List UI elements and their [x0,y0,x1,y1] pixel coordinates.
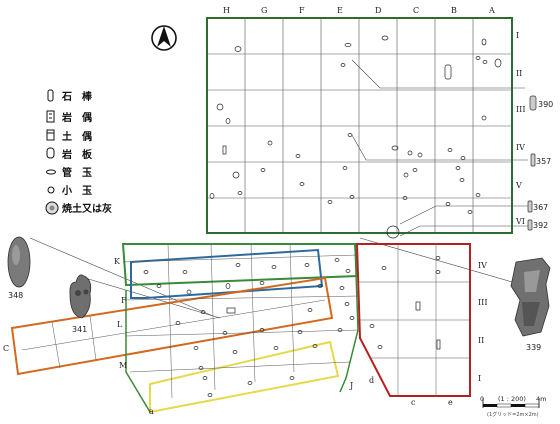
legend-label: 岩 偶 [61,111,92,124]
rock-plate-icon [46,147,55,159]
artifact-id: 357 [536,157,551,166]
column-label: H [223,6,230,15]
artifact-photo-341: 341 [69,274,92,334]
legend: 石 棒 岩 偶 土 偶 岩 板 管 玉 小 玉 焼土又は灰 [45,89,112,215]
upper-grid [206,17,513,234]
stone-rod-icon [47,89,54,102]
legend-label: 土 偶 [62,130,92,143]
artifact-id: 392 [533,221,548,230]
zone-label: F [121,296,127,305]
lower-row-labels: IV III II I [478,261,487,383]
small-bead-icon [47,186,55,194]
column-label: C [413,6,419,15]
row-labels: I II III IV V VI [515,31,525,226]
row-label: III [478,298,487,307]
green-band [121,243,359,287]
row-label: VI [515,217,525,226]
green-outline-right [339,243,359,393]
zone-label: K [114,257,121,266]
artifact-id: 367 [533,203,548,212]
zone-label: C [3,344,9,353]
stone-rod-icon [527,219,533,231]
column-labels: H G F E D C B A [223,6,495,15]
artifact-photo-348: 348 [7,236,31,300]
column-label: A [488,6,495,15]
row-label: II [478,336,484,345]
stone-rod-icon [530,153,536,167]
column-label: G [261,6,267,15]
legend-label: 岩 板 [61,148,93,161]
legend-label: 小 玉 [61,184,92,197]
legend-label: 石 棒 [61,90,93,103]
artifact-markers-upper [209,35,502,239]
artifact-id: 348 [8,291,23,300]
zone-label: J [349,381,353,390]
stone-rod-icon [529,95,537,111]
scale-ratio: (1 : 200) [498,395,526,403]
scale-note: (1グリッド=2m×2m) [487,411,539,418]
orange-band [10,276,334,376]
tube-bead-icon [46,169,56,175]
column-label: D [375,6,381,15]
row-label: I [516,31,519,40]
zone-labels: K F L C M J a d c e [3,257,453,416]
artifact-markers-lower [143,256,441,397]
legend-label: 管 玉 [62,166,92,179]
yellow-band [149,340,340,414]
row-label: III [516,105,525,114]
legend-label: 焼土又は灰 [62,202,112,215]
row-label: V [515,181,522,190]
zone-label: M [119,361,127,370]
artifact-id: 339 [526,343,541,352]
blue-band [130,248,324,299]
lower-grid [10,243,471,414]
north-arrow-icon [151,25,177,51]
row-label: IV [478,261,487,270]
artifact-photo-339: 339 [510,257,551,352]
clay-figure-icon [46,129,55,141]
zone-label: e [448,398,453,407]
column-label: B [451,6,457,15]
row-label: I [478,374,481,383]
burnt-soil-icon [45,201,59,215]
zone-label: a [149,407,154,416]
stone-rod-icon [527,200,533,213]
scale-tick: 4m [536,395,546,403]
zone-label: L [117,320,123,329]
leader-lines [29,59,541,319]
zone-label: d [369,376,374,385]
rock-figure-icon [46,110,55,123]
red-area [355,243,471,397]
row-label: IV [516,143,525,152]
scale-bar: 0 4m (1 : 200) (1グリッド=2m×2m) [480,395,546,418]
artifact-id: 341 [72,325,87,334]
column-label: E [337,6,343,15]
artifact-ids: 390 357 367 392 [527,95,553,231]
row-label: II [516,69,522,78]
column-label: F [299,6,305,15]
artifact-id: 390 [538,100,553,109]
scale-tick: 0 [480,395,484,403]
green-outline-lower [125,290,151,413]
zone-label: c [411,398,416,407]
